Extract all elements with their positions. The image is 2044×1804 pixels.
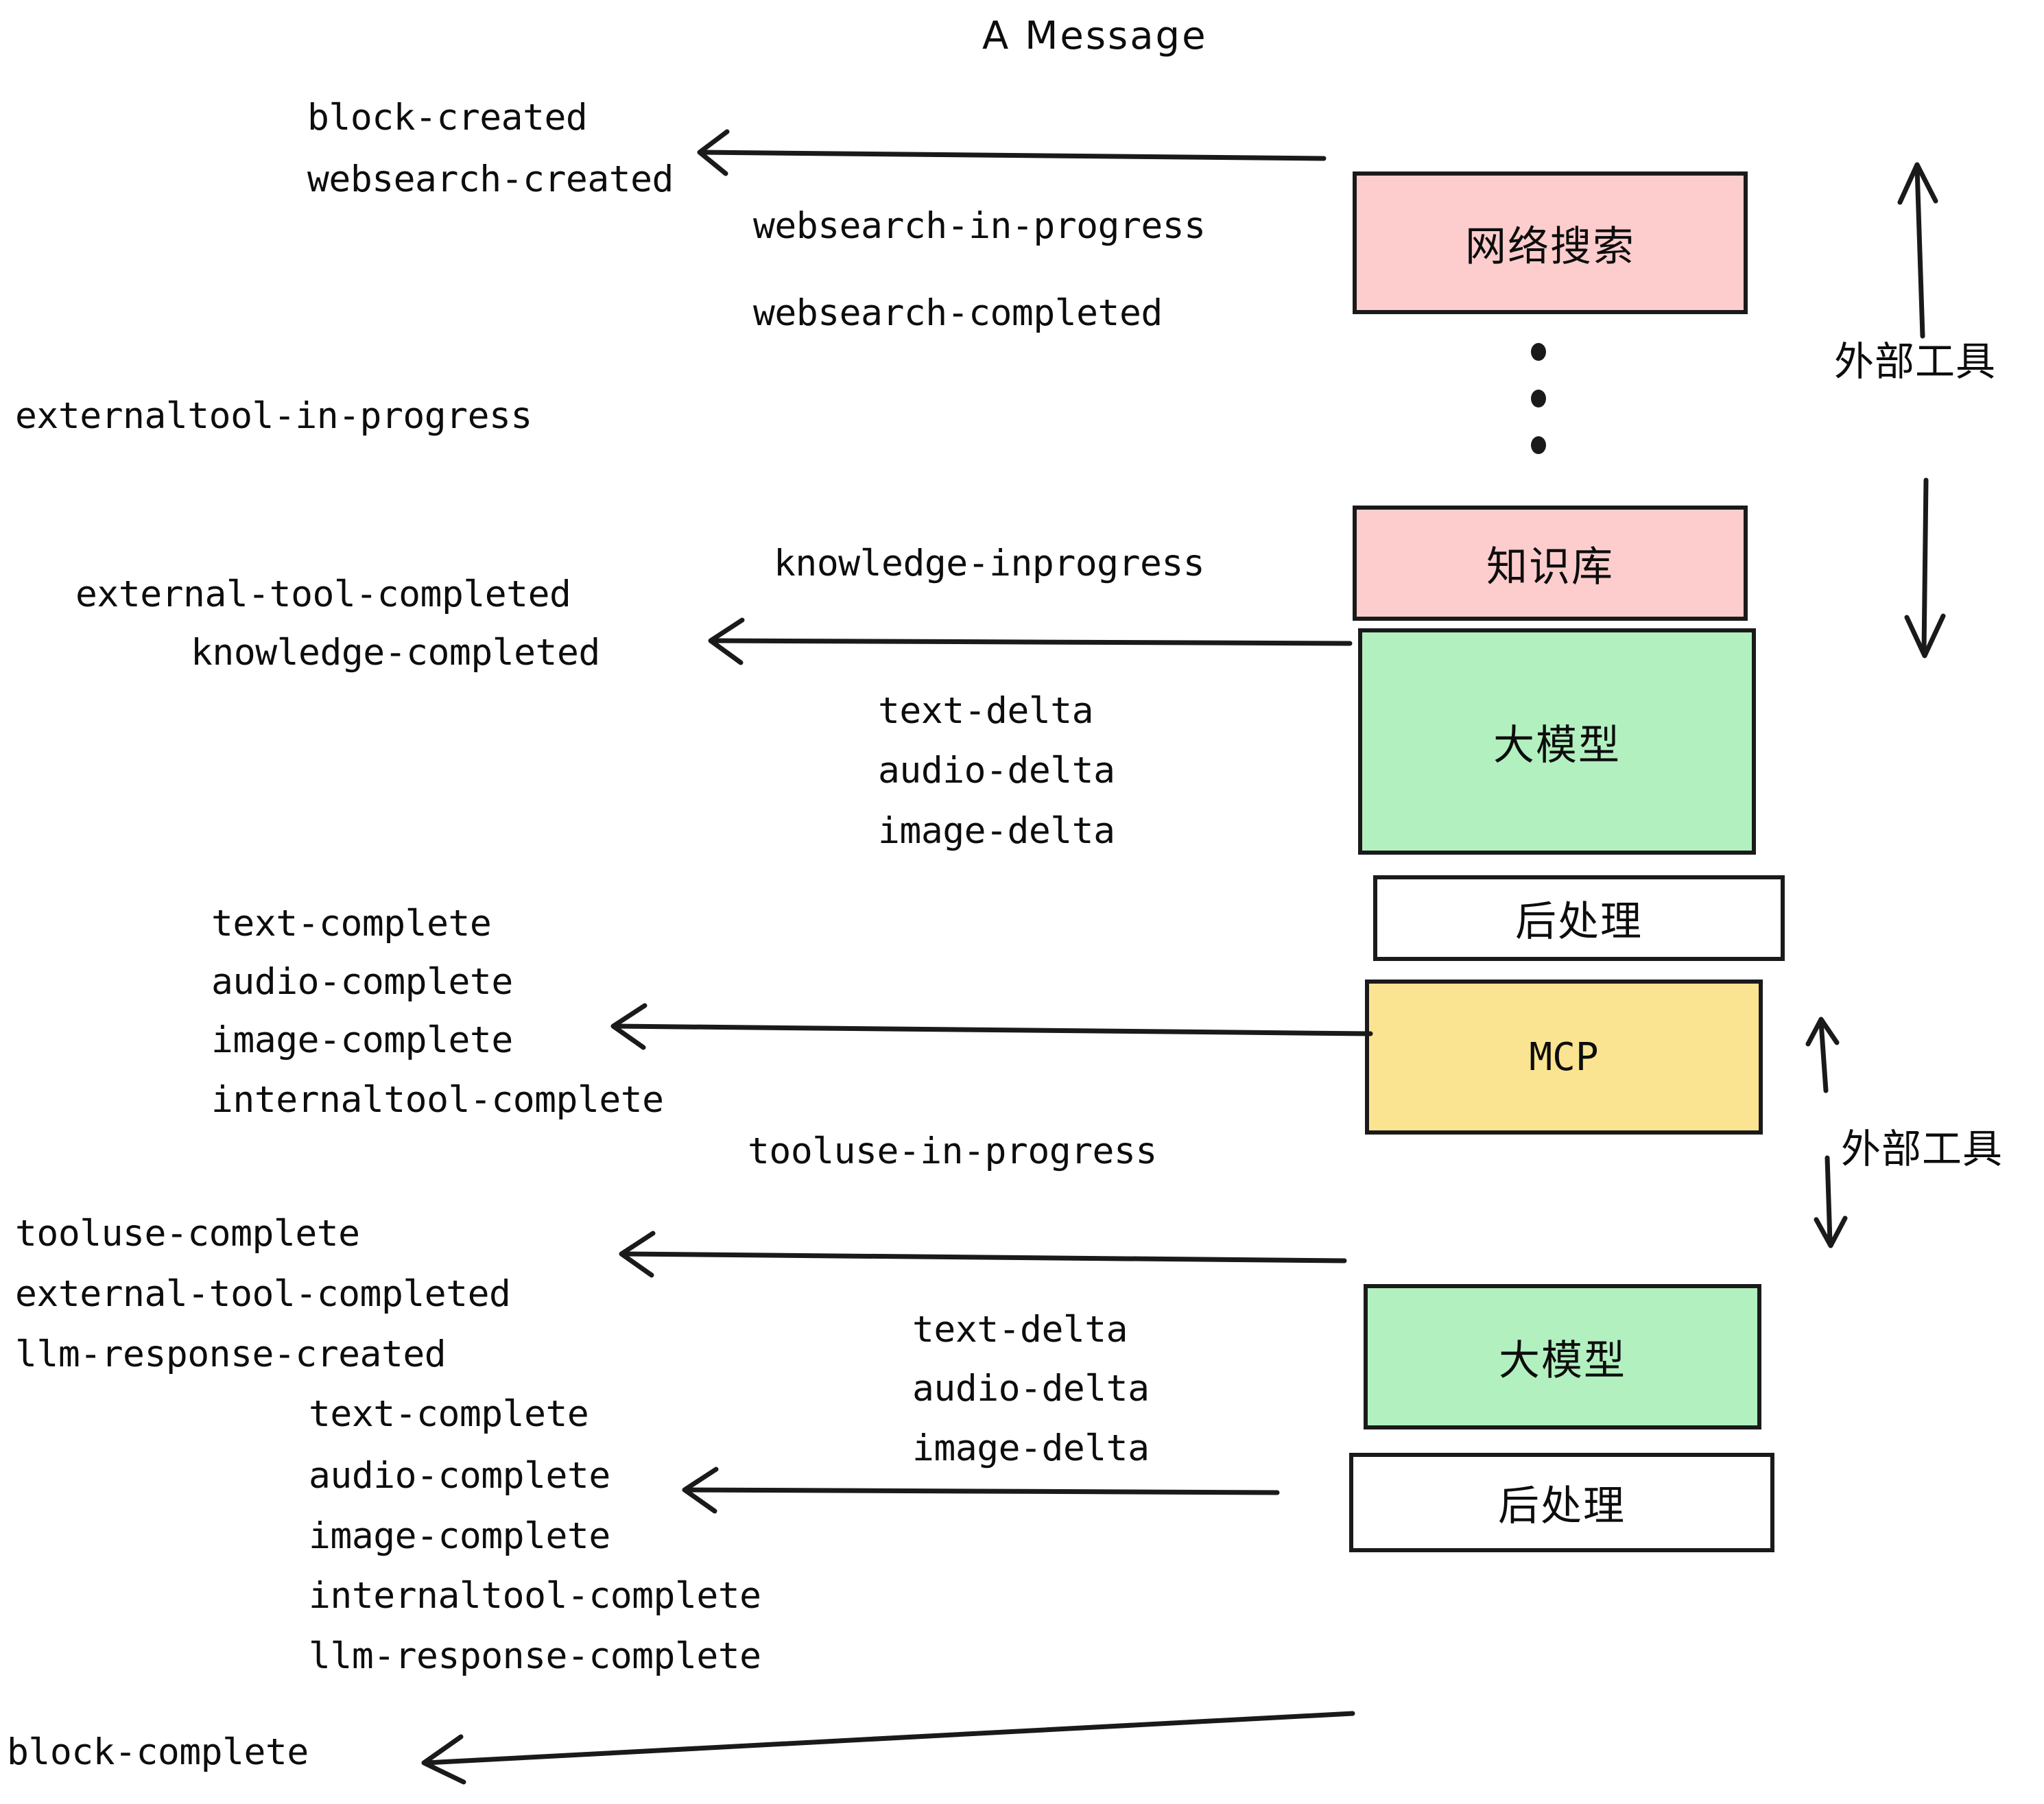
event-label-external-tool-completed: external-tool-completed	[75, 573, 571, 615]
box-postprocess-2: 后处理	[1349, 1453, 1774, 1552]
event-label-knowledge-completed: knowledge-completed	[191, 632, 600, 674]
ellipsis-dot-3	[1531, 436, 1546, 454]
event-label-external-tool-completed-2: external-tool-completed	[15, 1273, 511, 1315]
event-label-image-delta-1: image-delta	[878, 810, 1115, 852]
event-label-text-complete-2: text-complete	[309, 1393, 589, 1435]
box-mcp: MCP	[1365, 980, 1763, 1135]
event-label-text-delta-1: text-delta	[878, 690, 1094, 732]
box-llm-2: 大模型	[1364, 1284, 1761, 1429]
event-label-tooluse-complete: tooluse-complete	[15, 1213, 360, 1255]
event-label-text-delta-2: text-delta	[912, 1309, 1128, 1351]
box-knowledge: 知识库	[1353, 506, 1748, 621]
event-label-audio-delta-2: audio-delta	[912, 1368, 1150, 1410]
event-label-internaltool-complete-2: internaltool-complete	[309, 1575, 761, 1617]
event-label-image-delta-2: image-delta	[912, 1427, 1150, 1469]
event-label-websearch-completed: websearch-completed	[753, 292, 1163, 334]
event-label-llm-response-created: llm-response-created	[15, 1333, 447, 1375]
external-tool-bracket-bottom	[1805, 1017, 1848, 1248]
event-label-websearch-in-progress: websearch-in-progress	[753, 205, 1206, 247]
event-label-block-created: block-created	[307, 97, 588, 139]
event-label-externaltool-in-progress: externaltool-in-progress	[15, 395, 532, 437]
event-label-block-complete: block-complete	[7, 1731, 309, 1773]
event-label-knowledge-inprogress: knowledge-inprogress	[774, 543, 1205, 584]
ellipsis-dot-1	[1531, 343, 1546, 361]
event-label-audio-complete-2: audio-complete	[309, 1455, 610, 1497]
event-label-audio-complete-1: audio-complete	[211, 961, 513, 1003]
event-label-tooluse-in-progress: tooluse-in-progress	[748, 1130, 1157, 1172]
side-label-external-tool-top: 外部工具	[1834, 338, 1997, 385]
box-websearch: 网络搜索	[1353, 171, 1748, 314]
box-postprocess-1: 后处理	[1373, 875, 1785, 961]
event-label-audio-delta-1: audio-delta	[878, 750, 1115, 792]
event-label-internaltool-complete-1: internaltool-complete	[211, 1079, 664, 1121]
ellipsis-dot-2	[1531, 390, 1546, 407]
event-label-image-complete-1: image-complete	[211, 1019, 513, 1061]
event-label-image-complete-2: image-complete	[309, 1515, 610, 1557]
page-title: A Message	[982, 14, 1208, 58]
side-label-external-tool-bottom: 外部工具	[1841, 1126, 2004, 1172]
event-label-websearch-created: websearch-created	[307, 158, 674, 200]
box-llm-1: 大模型	[1358, 628, 1756, 855]
event-label-text-complete-1: text-complete	[211, 903, 492, 945]
external-tool-bracket-top	[1897, 162, 1946, 658]
event-label-llm-response-complete: llm-response-complete	[309, 1635, 761, 1677]
